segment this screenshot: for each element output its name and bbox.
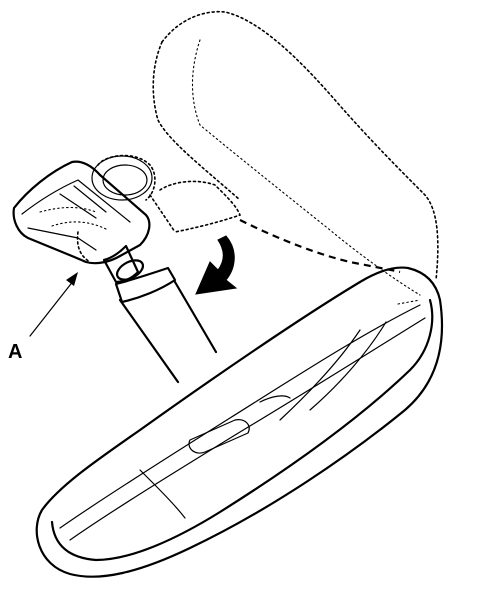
mounting-base xyxy=(91,154,156,201)
mirror-mount xyxy=(12,160,151,265)
rotation-arrow-icon xyxy=(195,235,238,295)
callout-a: A xyxy=(8,272,78,363)
headliner-edge-dashed xyxy=(239,219,401,274)
windshield-outline xyxy=(149,10,439,296)
mirror-stem xyxy=(102,244,218,384)
mirror-body xyxy=(35,266,444,578)
callout-label-a: A xyxy=(8,341,22,363)
